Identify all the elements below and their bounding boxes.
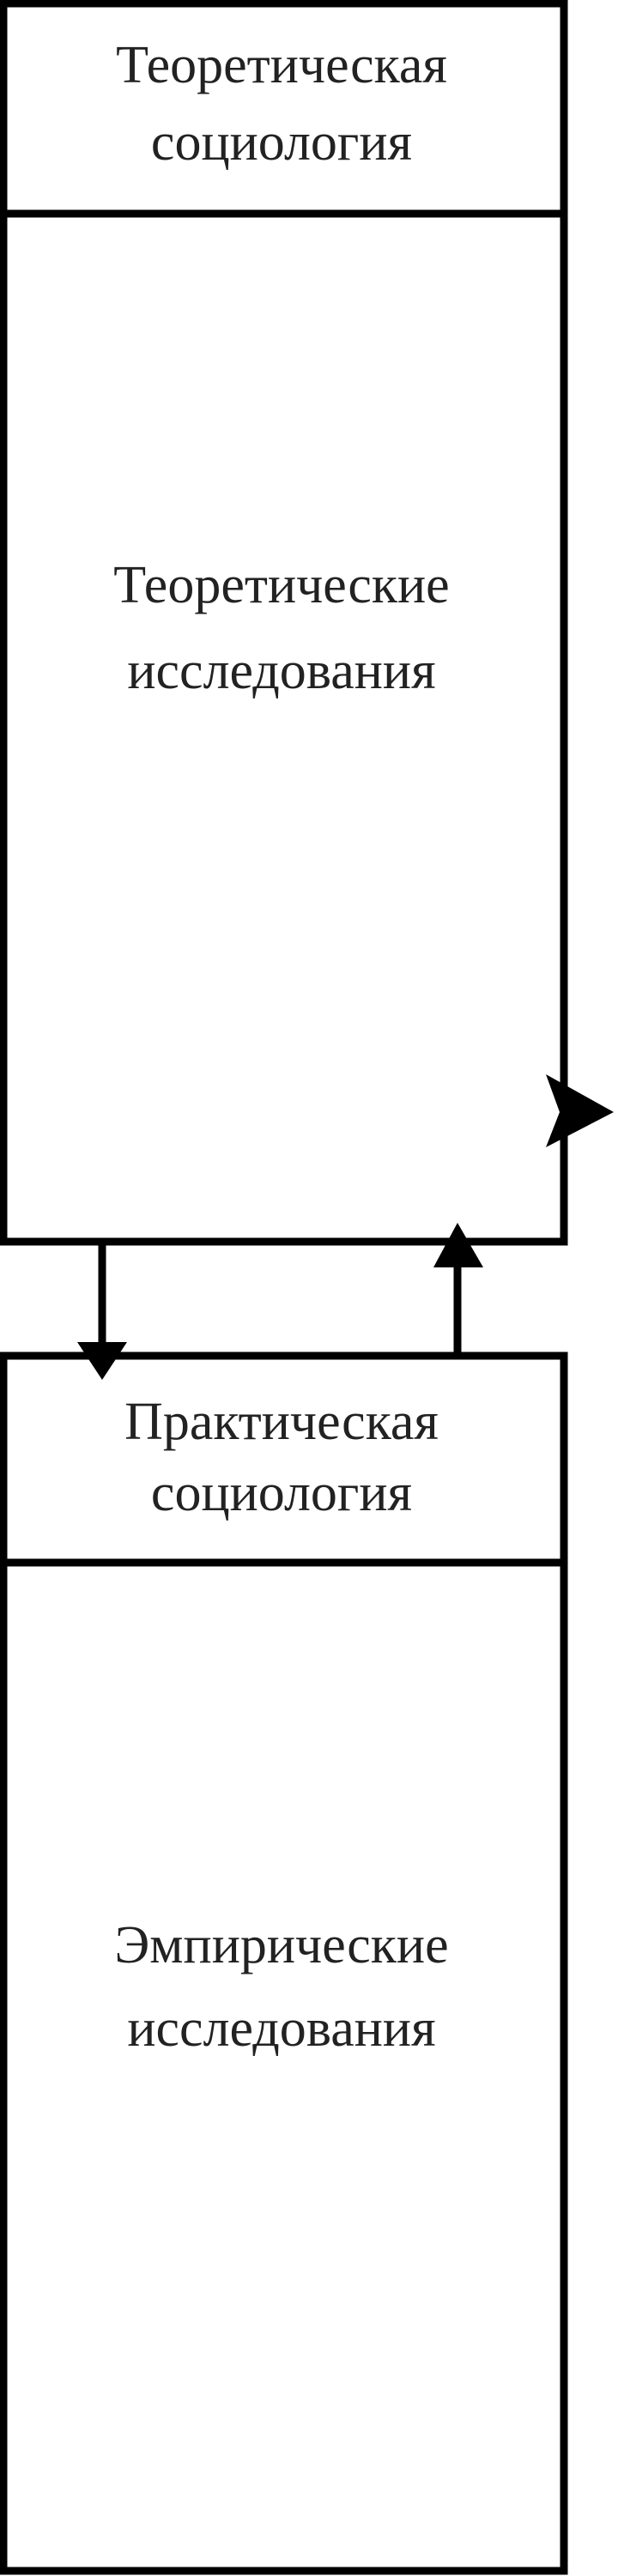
connector-up: [433, 1223, 483, 1356]
arrow-up-icon: [433, 1223, 483, 1267]
top-body-line-2: исследования: [127, 642, 435, 700]
top-block-frame: [0, 0, 568, 1246]
theoretical-sociology-block: Теоретическая социология Теоретические и…: [0, 0, 568, 1246]
bottom-body-line-2: исследования: [127, 1999, 435, 2058]
arrow-down-icon: [77, 1342, 127, 1380]
bottom-body-line-1: Эмпирические: [114, 1916, 448, 1974]
top-header-line-1: Теоретическая: [116, 36, 447, 94]
connector-down: [77, 1245, 127, 1380]
bottom-header-line-1: Практическая: [124, 1393, 439, 1451]
top-header-line-2: социология: [151, 113, 412, 172]
arrow-right-icon: [546, 1074, 614, 1147]
bottom-block-frame: [0, 1351, 568, 2575]
practical-sociology-block: Практическая социология Эмпирические исс…: [0, 1351, 568, 2575]
top-body-line-1: Теоретические: [113, 556, 449, 614]
bottom-header-line-2: социология: [151, 1464, 412, 1522]
